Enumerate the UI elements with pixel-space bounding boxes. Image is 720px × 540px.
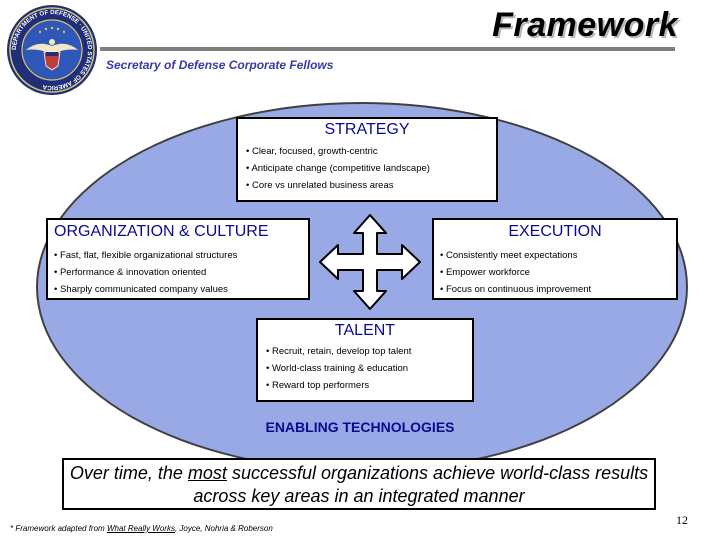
footnote-book-title: What Really Works [106,524,175,533]
four-way-arrow-icon [319,214,421,310]
talent-heading: TALENT [334,322,396,339]
organization-list: • Fast, flat, flexible organizational st… [54,247,302,298]
strategy-list: • Clear, focused, growth-centric • Antic… [246,143,488,194]
conclusion-box: Over time, the most successful organizat… [62,458,656,510]
strategy-box: STRATEGY • Clear, focused, growth-centri… [236,117,498,202]
conclusion-emphasis: most [187,463,227,483]
execution-box: EXECUTION • Consistently meet expectatio… [432,218,678,300]
organization-item: • Fast, flat, flexible organizational st… [54,250,238,261]
execution-item: • Consistently meet expectations [440,250,578,261]
organization-item: • Performance & innovation oriented [54,267,207,278]
conclusion-text-end: successful organizations achieve world-c… [193,463,649,506]
strategy-item: • Anticipate change (competitive landsca… [246,163,430,174]
footnote-suffix: , Joyce, Nohria & Roberson [174,524,273,533]
strategy-item: • Clear, focused, growth-centric [246,146,378,157]
enabling-technologies-label: ENABLING TECHNOLOGIES [265,419,455,435]
talent-box: TALENT • Recruit, retain, develop top ta… [256,318,474,402]
execution-list: • Consistently meet expectations • Empow… [440,247,670,298]
strategy-item: • Core vs unrelated business areas [246,180,394,191]
talent-item: • Reward top performers [266,380,370,391]
header-rule [100,47,675,51]
dod-seal-logo: DEPARTMENT OF DEFENSE · UNITED STATES OF… [7,5,97,95]
page-number: 12 [676,513,688,527]
talent-list: • Recruit, retain, develop top talent • … [266,343,464,394]
organization-heading: ORGANIZATION & CULTURE [54,223,269,240]
strategy-heading: STRATEGY [324,121,410,138]
conclusion-text-start: Over time, the [69,463,188,483]
footnote: * Framework adapted from What Really Wor… [10,524,273,533]
execution-heading: EXECUTION [508,223,602,240]
talent-item: • Recruit, retain, develop top talent [266,346,412,357]
organization-box: ORGANIZATION & CULTURE • Fast, flat, fle… [46,218,310,300]
talent-item: • World-class training & education [266,363,409,374]
page-title: Framework [492,6,678,44]
execution-item: • Focus on continuous improvement [440,284,592,295]
footnote-prefix: * Framework adapted from [10,524,107,533]
page-subtitle: Secretary of Defense Corporate Fellows [106,58,334,72]
execution-item: • Empower workforce [440,267,530,278]
organization-item: • Sharply communicated company values [54,284,228,295]
